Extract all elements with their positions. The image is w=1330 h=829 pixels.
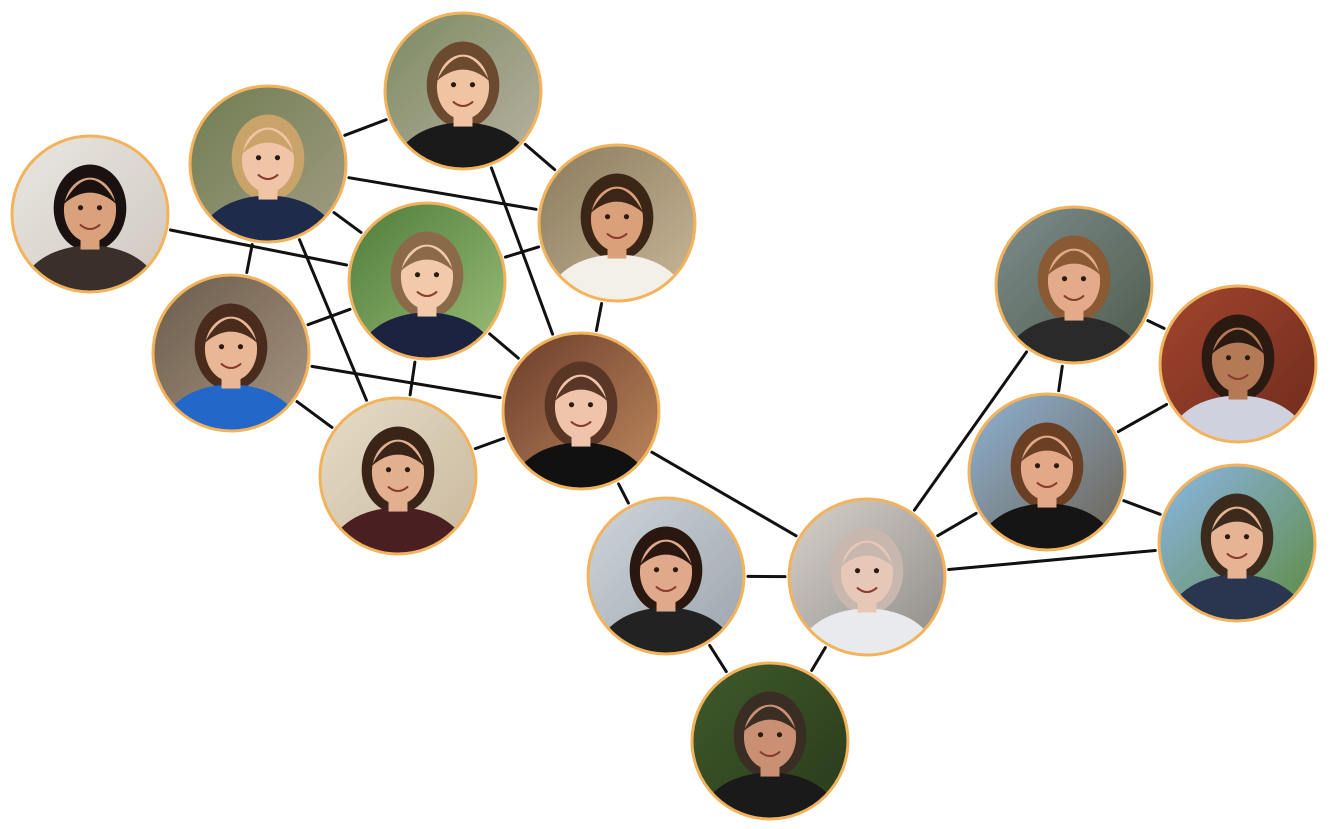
node-border-ring [994,205,1154,365]
node-border-ring [501,331,661,491]
node-person-woman-blue-shirt [151,273,311,433]
portrait-photo [790,500,944,654]
portrait-photo [540,146,694,300]
edge-p10-p11 [810,646,827,672]
portrait-photo [504,334,658,488]
edge-p13-p14 [1116,402,1169,434]
edge-p6-p8 [310,364,502,400]
node-border-ring [967,392,1127,552]
edge-p2-p4 [347,176,538,211]
portrait-photo [350,204,504,358]
node-border-ring [347,201,507,361]
portrait-photo [13,137,167,291]
node-border-ring [537,143,697,303]
edge-p4-p5 [503,245,541,259]
node-person-woman-dark-hair-lab [586,496,746,656]
node-person-man-red-beard [994,205,1154,365]
edge-p3-p2 [343,118,388,137]
edge-p8-p9 [617,482,630,505]
node-person-man-rocky-shore [967,392,1127,552]
node-person-man-brick-wall-dreadlocks [1158,284,1318,444]
edge-p2-p5 [332,211,363,234]
portrait-photo [589,499,743,653]
node-person-man-bottom-center [690,661,850,821]
node-person-woman-museum-skeleton [501,331,661,491]
edge-p12-p14 [1057,364,1064,393]
edges-layer [168,118,1169,674]
portrait-photo [1160,466,1314,620]
node-person-woman-glasses-green-background [347,201,507,361]
edge-p7-p8 [473,436,506,451]
portrait-photo [386,14,540,168]
node-person-lab-mask-sample-tube [787,497,947,657]
portrait-photo [154,276,308,430]
node-border-ring [318,396,478,556]
node-border-ring [787,497,947,657]
edge-p4-p8 [594,302,604,332]
node-person-woman-long-dark-hair-left [10,134,170,294]
edge-p3-p4 [523,142,557,172]
edge-p14-p15 [1122,499,1162,516]
portrait-photo [997,208,1151,362]
node-border-ring [383,11,543,171]
node-border-ring [690,661,850,821]
edge-p8-p10 [650,450,798,538]
edge-p2-p6 [245,243,254,274]
edge-p5-p8 [488,332,520,360]
portrait-photo [1161,287,1315,441]
node-person-woman-hat-crouching [537,143,697,303]
node-border-ring [188,84,348,244]
node-person-woman-curly-hair-glasses [318,396,478,556]
portrait-photo [191,87,345,241]
edge-p10-p12 [912,350,1029,512]
portrait-photo [970,395,1124,549]
edge-p5-p7 [408,360,417,397]
node-person-man-suit-outdoor [1157,463,1317,623]
portrait-photo [321,399,475,553]
node-person-woman-top-center [383,11,543,171]
edge-p5-p6 [306,307,352,327]
edge-p10-p14 [936,511,978,538]
nodes-layer [10,11,1318,821]
node-border-ring [10,134,170,294]
node-border-ring [586,496,746,656]
edge-p1-p5 [168,228,349,267]
node-border-ring [1157,463,1317,623]
edge-p9-p11 [708,643,728,674]
portrait-photo [693,664,847,818]
edge-p12-p13 [1146,319,1166,330]
node-border-ring [1158,284,1318,444]
edge-p10-p15 [947,549,1157,571]
edge-p6-p7 [295,400,334,429]
node-border-ring [151,273,311,433]
node-person-woman-blonde-ivy-wall [188,84,348,244]
